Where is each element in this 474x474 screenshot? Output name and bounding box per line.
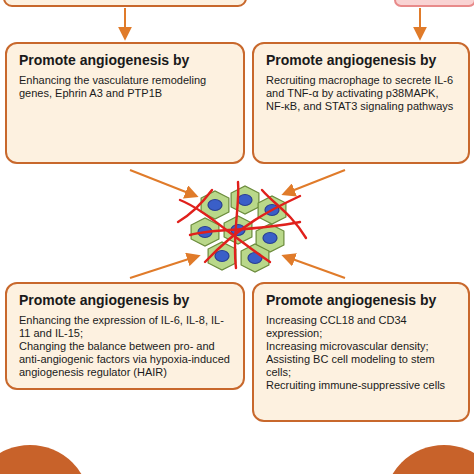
arrow bbox=[130, 256, 198, 278]
arrow bbox=[284, 170, 345, 194]
box-text: Assisting BC cell modeling to stem cells… bbox=[266, 353, 458, 379]
box-text: Increasing CCL18 and CD34 expression; bbox=[266, 314, 458, 340]
cropped-box bbox=[4, 0, 246, 6]
box-text: Recruiting immune-suppressive cells bbox=[266, 379, 458, 392]
box-text: Enhancing the expression of IL-6, IL-8, … bbox=[19, 314, 233, 340]
arrow bbox=[130, 170, 196, 196]
box-heading: Promote angiogenesis by bbox=[19, 292, 233, 309]
cropped-circle bbox=[384, 445, 474, 474]
box-text: Enhancing the vasculature remodeling gen… bbox=[19, 74, 233, 100]
arrow bbox=[419, 8, 421, 38]
cropped-circle bbox=[0, 445, 90, 474]
box-text: Increasing microvascular density; bbox=[266, 340, 458, 353]
process-box: Promote angiogenesis by Enhancing the vas… bbox=[5, 42, 245, 164]
box-text: Changing the balance between pro- and an… bbox=[19, 340, 233, 379]
box-heading: Promote angiogenesis by bbox=[266, 292, 458, 309]
process-box: Promote angiogenesis by Enhancing the exp… bbox=[5, 282, 245, 390]
box-heading: Promote angiogenesis by bbox=[19, 52, 233, 69]
arrow bbox=[284, 256, 345, 278]
process-box: Promote angiogenesis by Increasing CCL18 … bbox=[252, 282, 470, 422]
blood-vessels bbox=[178, 182, 306, 268]
box-heading: Promote angiogenesis by bbox=[266, 52, 458, 69]
cropped-box bbox=[395, 0, 474, 6]
box-text: Recruiting macrophage to secrete IL-6 an… bbox=[266, 74, 458, 113]
arrow bbox=[124, 8, 126, 38]
process-box: Promote angiogenesis by Recruiting macrop… bbox=[252, 42, 470, 164]
